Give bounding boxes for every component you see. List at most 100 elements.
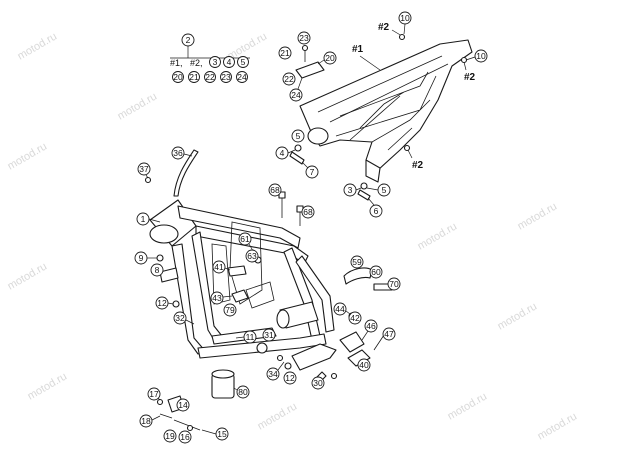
watermark: motod.ru — [256, 400, 300, 432]
fastener-group-label: #2 — [378, 22, 390, 33]
svg-text:5: 5 — [296, 131, 301, 141]
svg-text:68: 68 — [270, 185, 280, 195]
svg-text:34: 34 — [268, 369, 278, 379]
watermark: motod.ru — [536, 410, 580, 442]
kit-legend: 2 #1, #2, 3 4 5 20 21 22 23 24 — [170, 33, 250, 83]
kit-item: 20 — [173, 72, 183, 82]
svg-text:3: 3 — [348, 185, 353, 195]
svg-text:80: 80 — [238, 387, 248, 397]
top-bolts — [278, 191, 304, 226]
callout-31: 31 — [262, 328, 276, 342]
svg-text:8: 8 — [155, 265, 160, 275]
callout-10: 10 — [474, 49, 488, 63]
svg-text:31: 31 — [264, 330, 274, 340]
callout-80: 80 — [236, 385, 250, 399]
callout-46: 46 — [364, 319, 378, 333]
kit-item: 22 — [205, 72, 215, 82]
svg-text:18: 18 — [141, 416, 151, 426]
watermark: motod.ru — [416, 220, 460, 252]
svg-text:46: 46 — [366, 321, 376, 331]
callout-43: 43 — [210, 291, 224, 305]
callout-40: 40 — [357, 358, 371, 372]
svg-text:23: 23 — [299, 33, 309, 43]
callout-68: 68 — [268, 183, 282, 197]
callout-8: 8 — [150, 263, 164, 277]
rear-subframe — [299, 39, 473, 183]
callout-20: 20 — [323, 51, 337, 65]
callout-17: 17 — [147, 387, 161, 401]
callout-21: 21 — [278, 46, 292, 60]
oil-filter — [211, 369, 235, 399]
kit-group-2: #2, — [190, 58, 203, 68]
callout-37: 37 — [137, 162, 151, 176]
watermark: motod.ru — [496, 300, 540, 332]
watermark: motod.ru — [6, 260, 50, 292]
svg-text:47: 47 — [384, 329, 394, 339]
callout-44: 44 — [333, 302, 347, 316]
svg-text:43: 43 — [212, 293, 222, 303]
watermark: motod.ru — [116, 90, 160, 122]
svg-text:16: 16 — [180, 432, 190, 442]
subframe-label: #1 — [352, 44, 364, 55]
watermark: motod.ru — [6, 140, 50, 172]
svg-text:40: 40 — [359, 360, 369, 370]
svg-text:21: 21 — [280, 48, 290, 58]
svg-text:60: 60 — [371, 267, 381, 277]
callout-59: 59 — [350, 255, 364, 269]
svg-text:24: 24 — [291, 90, 301, 100]
callout-23: 23 — [297, 31, 311, 45]
watermark: motod.ru — [26, 370, 70, 402]
svg-text:79: 79 — [225, 305, 235, 315]
svg-text:37: 37 — [139, 164, 149, 174]
seat-bracket — [295, 44, 325, 79]
callout-1: 1 — [136, 212, 150, 226]
kit-item: 5 — [241, 57, 246, 67]
callout-47: 47 — [382, 327, 396, 341]
callout-3: 3 — [343, 183, 357, 197]
svg-text:70: 70 — [389, 279, 399, 289]
callout-4: 4 — [275, 146, 289, 160]
kit-item: 24 — [237, 72, 247, 82]
svg-text:20: 20 — [325, 53, 335, 63]
fastener-group-label: #2 — [464, 72, 476, 83]
svg-text:30: 30 — [313, 378, 323, 388]
callout-18: 18 — [139, 414, 153, 428]
fastener-group-label: #2 — [412, 160, 424, 171]
callout-12: 12 — [283, 371, 297, 385]
svg-text:17: 17 — [149, 389, 159, 399]
svg-text:11: 11 — [246, 332, 255, 342]
side-stand-parts — [343, 267, 393, 291]
callout-10: 10 — [398, 11, 412, 25]
callout-5: 5 — [291, 129, 305, 143]
svg-text:7: 7 — [310, 167, 315, 177]
svg-text:6: 6 — [374, 206, 379, 216]
breather-hose — [173, 149, 199, 197]
callout-9: 9 — [134, 251, 148, 265]
callout-14: 14 — [176, 398, 190, 412]
kit-item: 3 — [213, 57, 218, 67]
callout-19: 19 — [163, 429, 177, 443]
callout-79: 79 — [223, 303, 237, 317]
callout-16: 16 — [178, 430, 192, 444]
kit-item: 23 — [221, 72, 231, 82]
svg-text:10: 10 — [476, 51, 486, 61]
watermark: motod.ru — [446, 390, 490, 422]
kit-label: 2 — [186, 35, 191, 45]
callout-5: 5 — [377, 183, 391, 197]
callout-30: 30 — [311, 376, 325, 390]
svg-text:14: 14 — [178, 400, 188, 410]
callout-7: 7 — [305, 165, 319, 179]
svg-text:68: 68 — [303, 207, 313, 217]
svg-text:41: 41 — [214, 262, 224, 272]
mount-bolts — [289, 144, 371, 201]
callout-34: 34 — [266, 367, 280, 381]
svg-text:12: 12 — [157, 298, 167, 308]
footrest-parts — [291, 312, 387, 385]
svg-text:22: 22 — [284, 74, 294, 84]
svg-text:42: 42 — [350, 313, 360, 323]
kit-item: 21 — [189, 72, 199, 82]
kit-item: 4 — [227, 57, 232, 67]
svg-text:44: 44 — [335, 304, 345, 314]
callout-41: 41 — [212, 260, 226, 274]
